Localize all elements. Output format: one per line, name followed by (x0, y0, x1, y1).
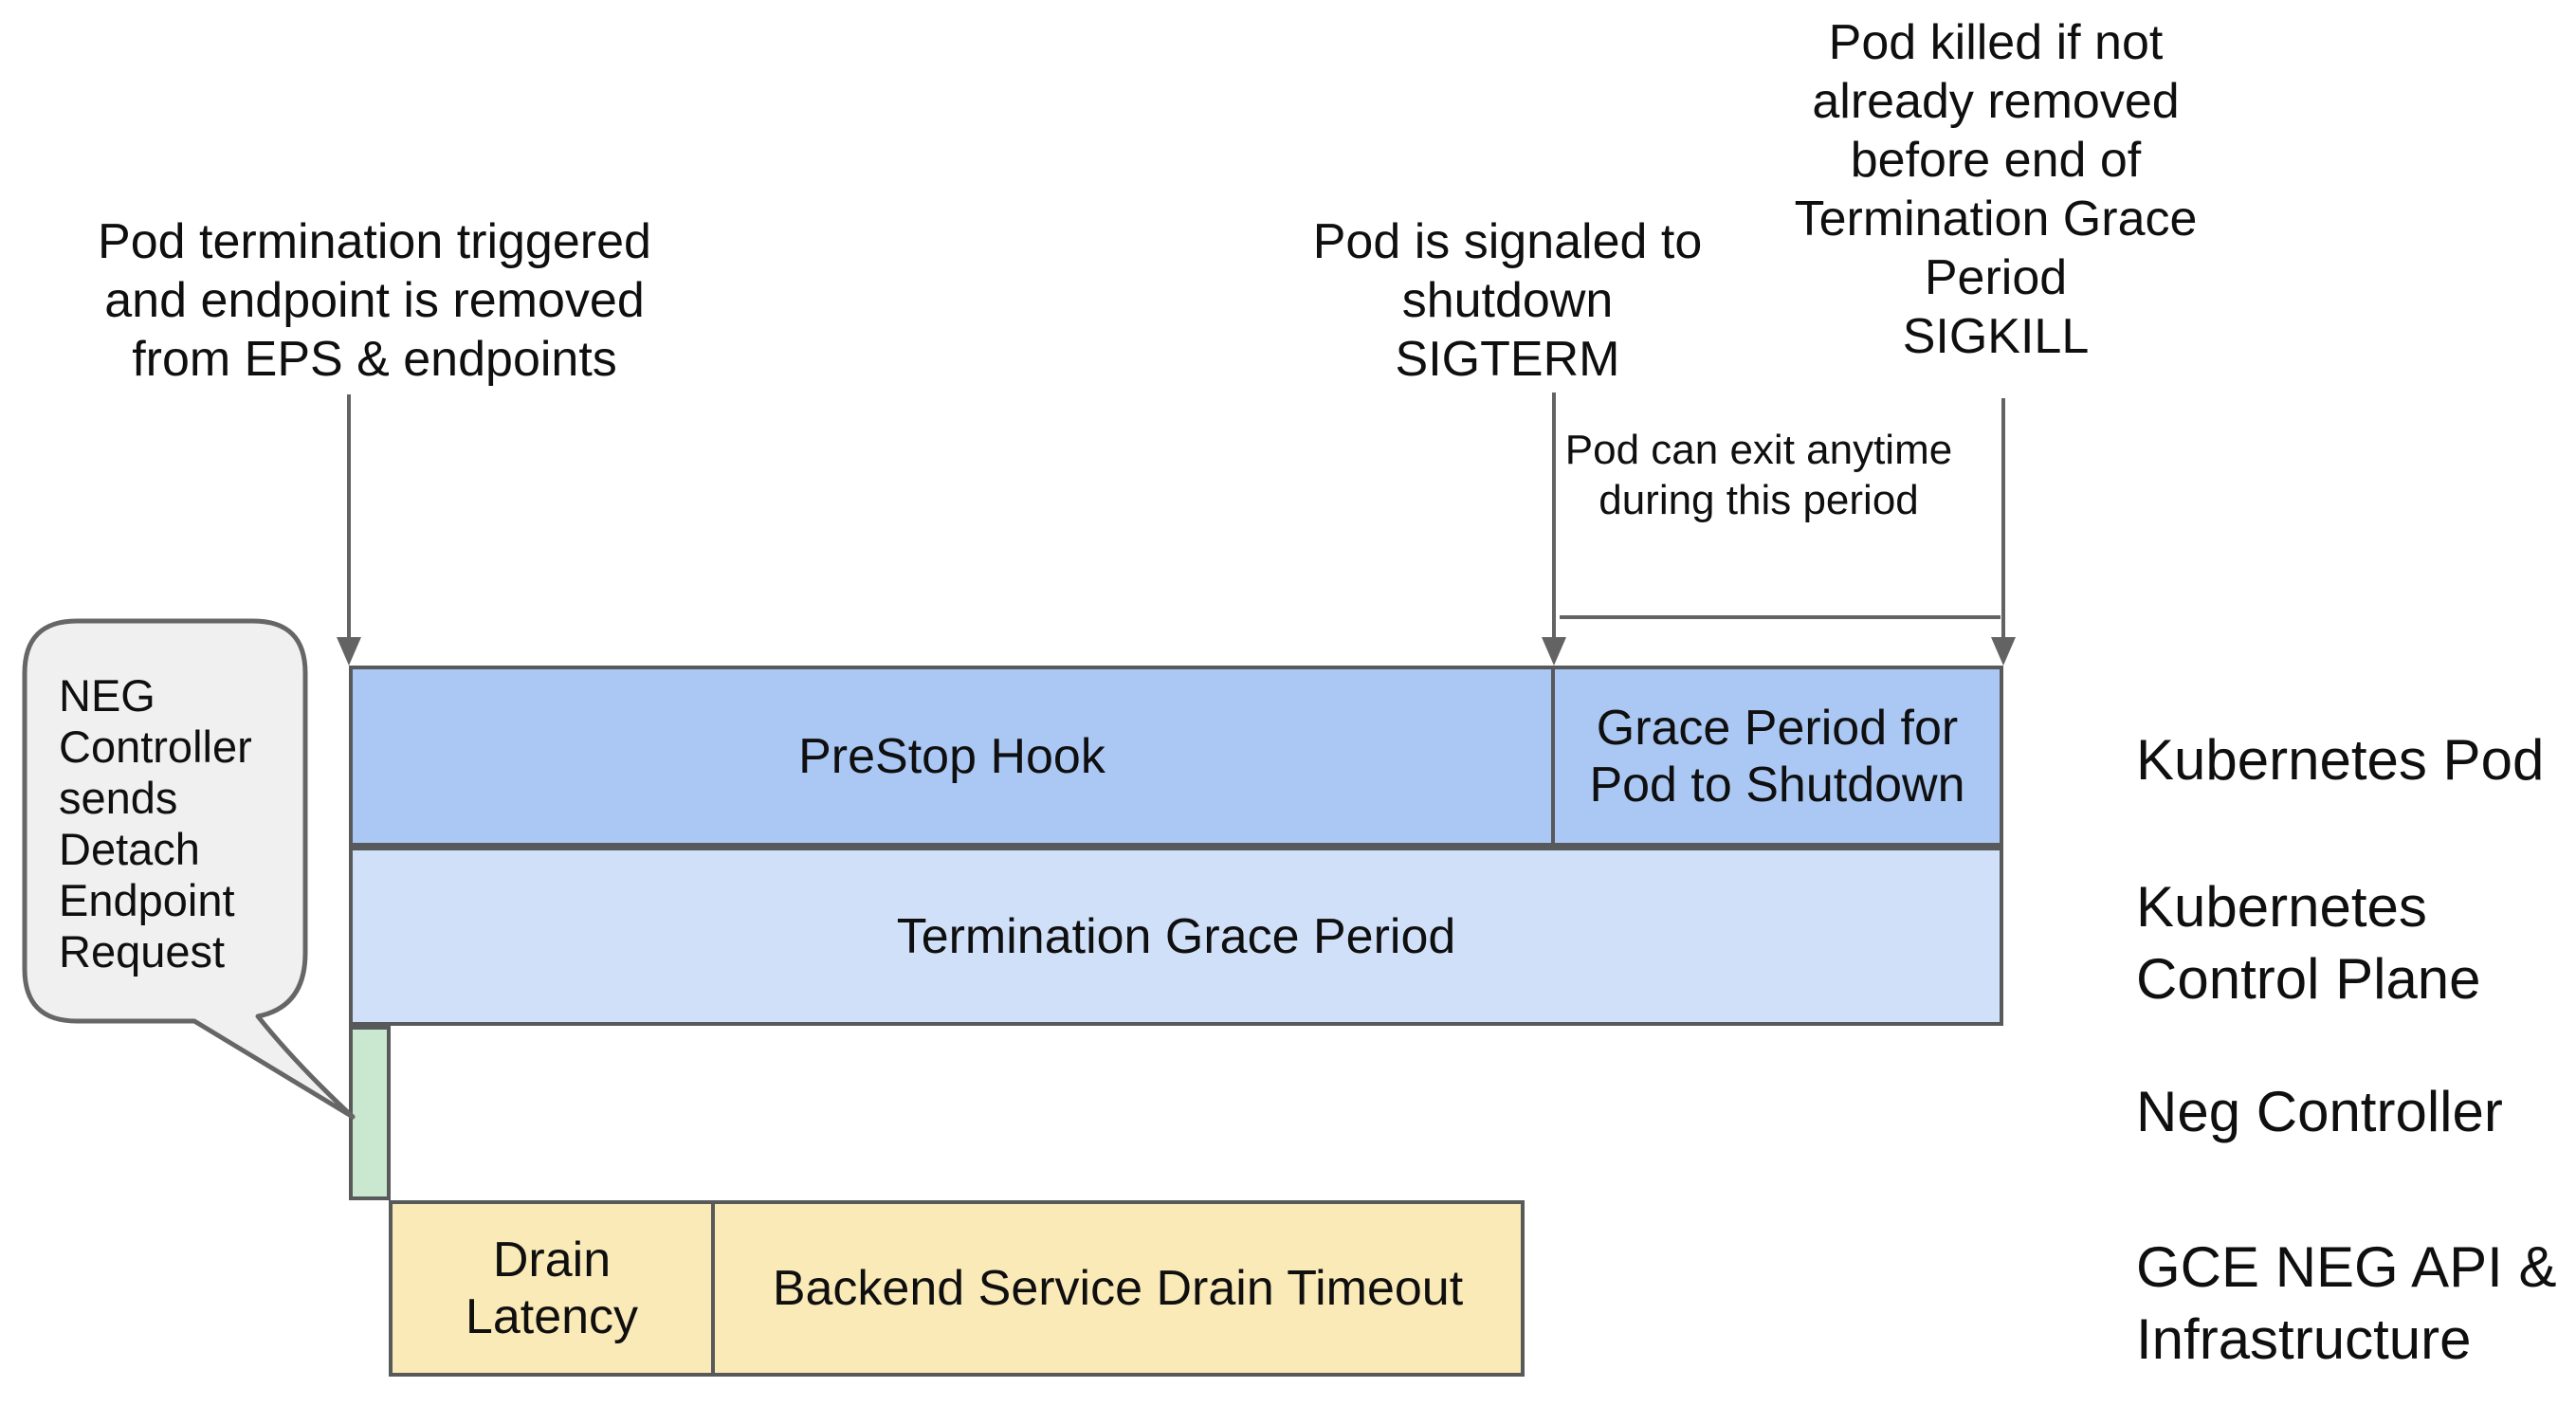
annotation-line: Termination Grace (1794, 192, 2198, 247)
bar-neg-detach-request (349, 1026, 391, 1200)
trigger-arrowhead-icon (337, 637, 361, 666)
bubble-line: Request (59, 926, 226, 977)
annotation-exit-window: Pod can exit anytime during this period (1564, 425, 1953, 525)
bar-label: Grace Period for Pod to Shutdown (1589, 700, 1965, 813)
annotation-line: from EPS & endpoints (132, 332, 617, 387)
annotation-sigterm: Pod is signaled to shutdown SIGTERM (1270, 212, 1745, 389)
lane-label-neg-controller: Neg Controller (2136, 1080, 2503, 1143)
annotation-line: Period (1924, 250, 2068, 305)
sigterm-arrow-line (1552, 393, 1556, 637)
annotation-line: Pod can exit anytime (1564, 427, 1953, 473)
bubble-line: sends (59, 773, 178, 823)
annotation-line: Pod killed if not (1828, 15, 2164, 70)
lane-label-kubernetes-pod: Kubernetes Pod (2136, 728, 2545, 792)
annotation-line: SIGTERM (1395, 332, 1620, 387)
bubble-line: NEG (59, 670, 155, 721)
annotation-line: already removed (1812, 74, 2180, 129)
speech-bubble-neg-controller: NEG Controller sends Detach Endpoint Req… (59, 670, 286, 977)
annotation-line: before end of (1850, 133, 2142, 188)
bar-label: Backend Service Drain Timeout (772, 1261, 1464, 1316)
bar-label: PreStop Hook (798, 728, 1105, 784)
sigterm-arrowhead-icon (1542, 637, 1566, 666)
sigkill-arrow-line (2001, 398, 2005, 637)
bubble-line: Controller (59, 721, 252, 772)
bar-backend-service-drain-timeout: Backend Service Drain Timeout (711, 1200, 1525, 1377)
bar-drain-latency: Drain Latency (389, 1200, 715, 1377)
annotation-line: during this period (1599, 477, 1919, 523)
bar-grace-period-for-pod-shutdown: Grace Period for Pod to Shutdown (1551, 666, 2003, 847)
bar-label: Drain Latency (465, 1233, 639, 1344)
lane-label-gce-neg-api-infrastructure: GCE NEG API & Infrastructure (2136, 1235, 2557, 1371)
annotation-sigkill: Pod killed if not already removed before… (1763, 13, 2228, 366)
sigkill-arrowhead-icon (1991, 637, 2016, 666)
annotation-line: Pod is signaled to (1312, 214, 1703, 269)
bubble-line: Endpoint (59, 875, 235, 925)
annotation-line: SIGKILL (1902, 309, 2090, 364)
bar-termination-grace-period: Termination Grace Period (349, 847, 2003, 1026)
bubble-line: Detach (59, 824, 200, 874)
exit-window-bracket-line (1560, 615, 2001, 619)
bar-prestop-hook: PreStop Hook (349, 666, 1555, 847)
bar-label: Termination Grace Period (896, 908, 1456, 964)
lane-label-kubernetes-control-plane: Kubernetes Control Plane (2136, 875, 2481, 1011)
trigger-arrow-line (347, 394, 351, 637)
annotation-line: and endpoint is removed (104, 273, 645, 328)
annotation-line: shutdown (1401, 273, 1614, 328)
annotation-line: Pod termination triggered (98, 214, 651, 269)
annotation-pod-termination-trigger: Pod termination triggered and endpoint i… (57, 212, 692, 389)
